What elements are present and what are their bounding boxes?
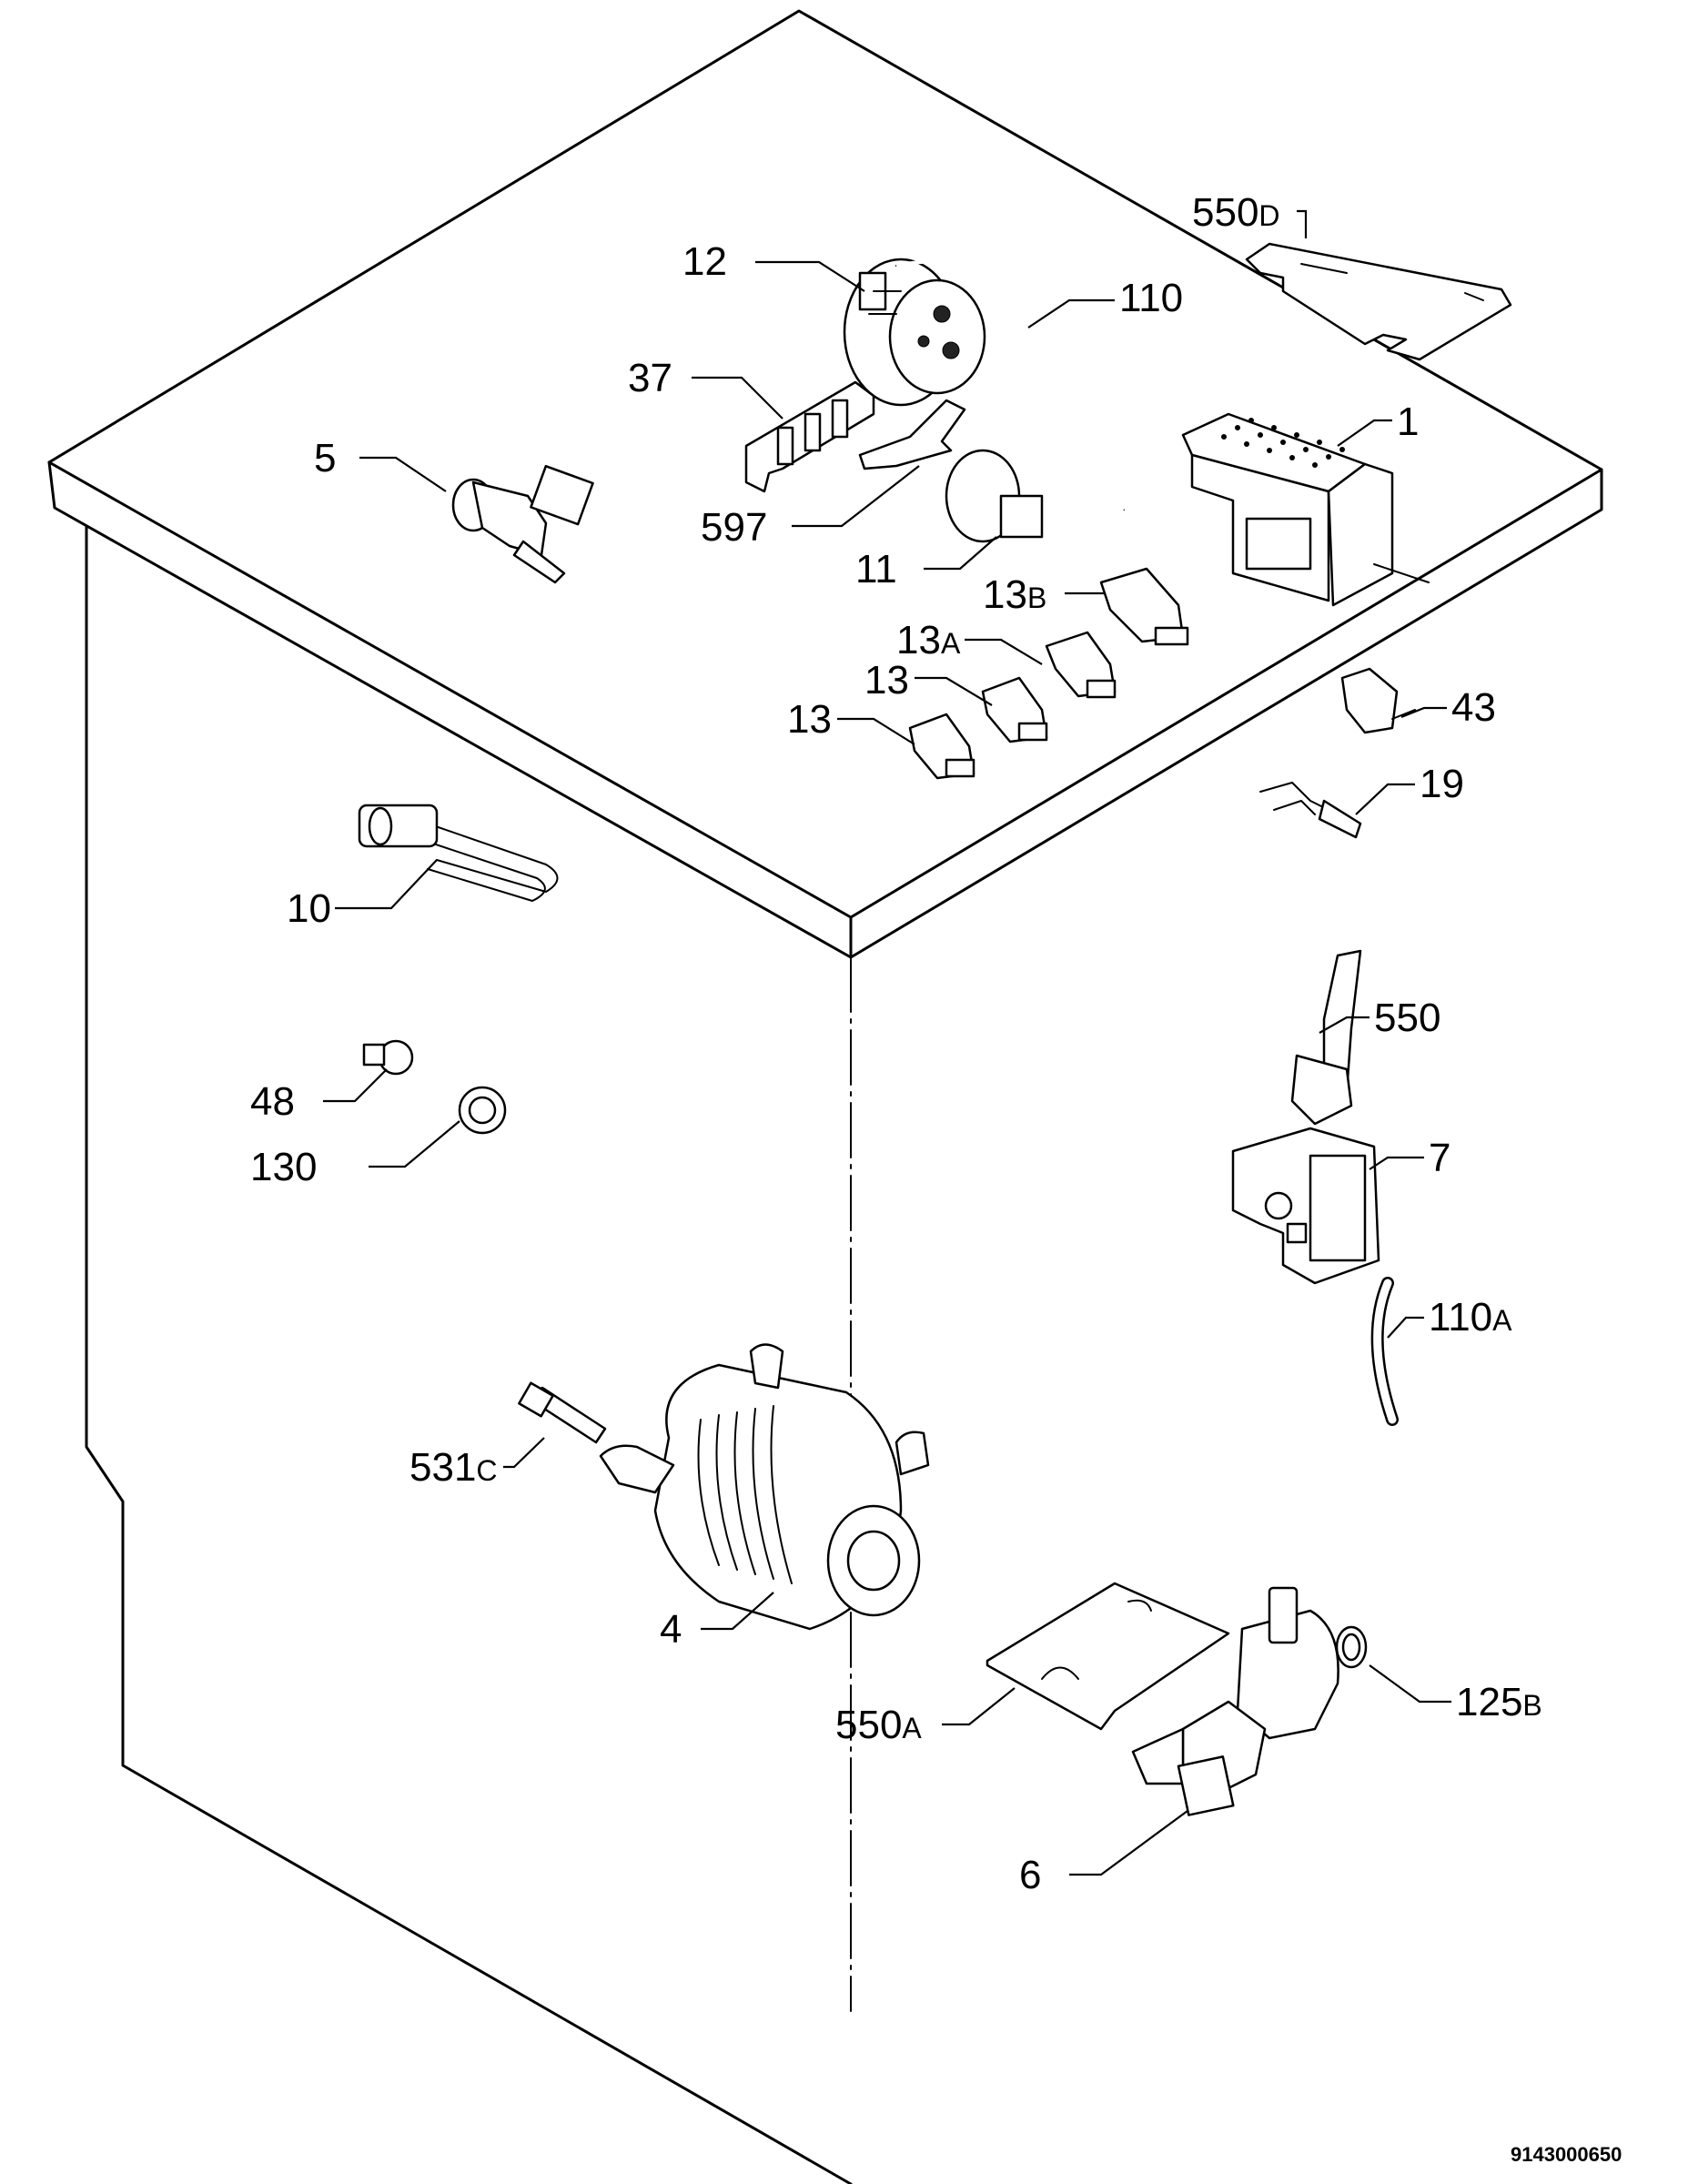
label-110: 110 <box>1119 276 1183 320</box>
label-4: 4 <box>660 1607 682 1652</box>
label-13a: 13A <box>896 618 961 662</box>
label-7: 7 <box>1429 1136 1450 1180</box>
drawing-code: 9143000650 <box>1511 2143 1622 2166</box>
heating-element-10 <box>358 804 559 902</box>
label-125b: 125B <box>1456 1680 1542 1724</box>
pad-550a <box>986 1582 1230 1731</box>
door-lock-7 <box>1231 1127 1380 1285</box>
label-550d: 550D <box>1192 190 1280 235</box>
label-13-lower: 13 <box>787 697 832 742</box>
clip-597 <box>858 399 966 470</box>
connector-13b <box>1099 567 1189 646</box>
pressure-switch-12 <box>843 258 986 407</box>
lever-550 <box>1290 949 1362 1126</box>
sensor-43 <box>1340 667 1416 734</box>
label-110a: 110A <box>1429 1295 1512 1340</box>
label-550: 550 <box>1374 996 1440 1040</box>
leader-lines <box>323 209 1451 1876</box>
nut-130 <box>458 1086 507 1135</box>
connector-13a <box>1045 631 1117 699</box>
label-13b: 13B <box>983 572 1046 617</box>
label-6: 6 <box>1019 1853 1041 1897</box>
screw-531c <box>518 1381 607 1444</box>
motor-4 <box>599 1343 930 1631</box>
ntc-sensor-19 <box>1259 782 1362 839</box>
label-130: 130 <box>250 1145 317 1189</box>
gasket-125b <box>1335 1625 1368 1669</box>
label-10: 10 <box>287 886 331 931</box>
part-labels: 550D 12 110 37 1 5 597 11 13B 13A 13 13 … <box>250 190 1542 1897</box>
label-550a: 550A <box>835 1703 922 1747</box>
inlet-valve-5 <box>451 464 594 584</box>
cover-plate-550d <box>1245 242 1512 361</box>
label-48: 48 <box>250 1079 295 1124</box>
connector-13-lower <box>908 713 975 780</box>
label-11: 11 <box>855 547 897 592</box>
label-43: 43 <box>1451 685 1496 730</box>
switch-48 <box>362 1039 414 1076</box>
label-37: 37 <box>628 356 672 400</box>
electronic-module-1 <box>1181 412 1430 607</box>
bracket-37 <box>744 380 875 493</box>
label-19: 19 <box>1420 762 1464 806</box>
drain-pump-6 <box>1131 1586 1339 1816</box>
connector-13-upper <box>981 676 1048 743</box>
label-597: 597 <box>701 505 767 550</box>
capacitor-11 <box>945 449 1044 543</box>
label-12: 12 <box>682 239 727 284</box>
hose-110 <box>895 259 1126 511</box>
label-5: 5 <box>314 436 336 480</box>
hose-110a <box>1370 1277 1399 1426</box>
label-13-upper: 13 <box>864 658 909 703</box>
label-531c: 531C <box>409 1445 498 1490</box>
label-1: 1 <box>1397 399 1419 444</box>
